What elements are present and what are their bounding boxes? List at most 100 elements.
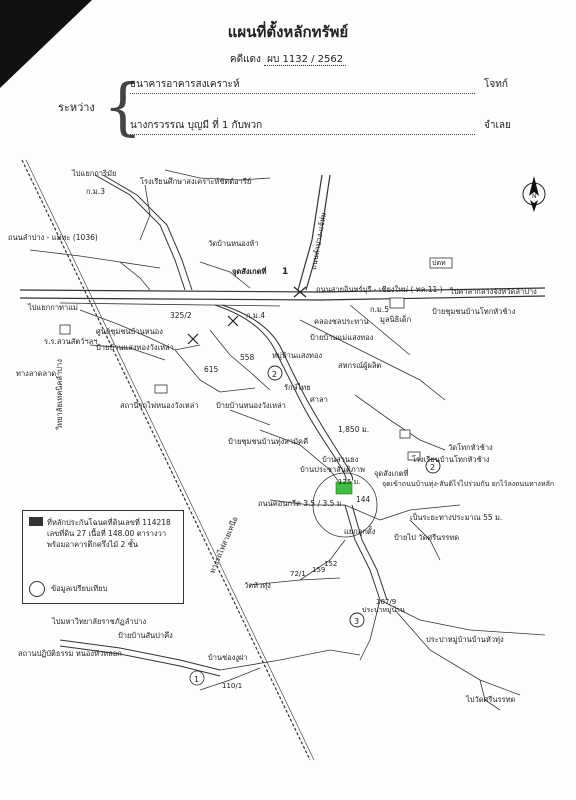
label-moo-village: หมู่บ้านแสงทอง [272, 351, 323, 360]
highway-11-line-a [19, 287, 546, 293]
label-to-wat: ป้ายไป วัดศรีนรรทด [394, 533, 459, 542]
label-baan-thong: บ้านช่องงูฝา [208, 653, 248, 662]
marker-2-label: 2 [272, 370, 277, 379]
label-to-college: ไปมหาวิทยาลัยราชภัฏลำปาง [51, 617, 146, 626]
wat-building-icon [399, 429, 411, 439]
road-dist [259, 429, 346, 491]
road-east-3 [354, 394, 446, 451]
label-bridge: แยกลูกตั้ง [344, 526, 376, 536]
label-km4: ก.ม.4 [246, 311, 265, 320]
lane-1 [139, 184, 151, 241]
defendant-name: นางกรวรรณ บุญมี ที่ 1 กับพวก [130, 118, 475, 135]
label-school-thokhua: โรงเรียนบ้านโทกหัวช้าง [412, 455, 490, 464]
label-wat-huathung: วัดหัวทุ่ง [244, 581, 271, 590]
road-southeast [379, 599, 546, 636]
marker-3-label: 3 [354, 617, 359, 626]
road-top-left [94, 174, 186, 291]
plaintiff-role: โจทก์ [484, 79, 508, 90]
highway-11-line-b [19, 295, 546, 301]
junction-2-icon [227, 315, 239, 327]
legend-marker-row: ข้อมูลเปรียบเทียบ [29, 581, 107, 597]
label-ptt: ปตท [432, 259, 446, 267]
reference-markers [267, 365, 441, 628]
foundation-building-icon [389, 297, 405, 309]
road-left-1 [79, 309, 201, 351]
label-left-vertical: วิทยาลัยเทคนิคลำปาง [55, 359, 64, 431]
label-gas: สหกรณ์ผู้ผลิต [338, 361, 381, 370]
label-community2: บ้านสวนธง [322, 455, 359, 464]
road-east-4 [344, 504, 461, 521]
map-labels: ไปแยกถาริมัย ก.ม.3 โรงเรียนศึกษาสงเคราะห… [8, 169, 554, 704]
road-left-2 [89, 344, 166, 361]
legend-plot-text: ที่หลักประกันโฉนดที่ดินเลขที่ 114218 เลข… [47, 518, 171, 549]
road-bottom-1 [59, 639, 221, 671]
road-huathung-2 [299, 539, 346, 581]
label-72: 72/1 [290, 570, 306, 578]
road-mid-1 [209, 329, 271, 391]
road-east-1 [299, 319, 446, 401]
legend-plot-swatch [29, 517, 43, 526]
station-building-icon [154, 384, 168, 394]
ptt-icon [429, 257, 453, 269]
marker-1-label: 1 [194, 675, 199, 684]
road-south-2 [359, 599, 381, 661]
page-title: แผนที่ตั้งหลักทรัพย์ [227, 23, 349, 41]
label-wat-nongnam: วัดบ้านหนองห้า [208, 239, 259, 248]
road-end [479, 679, 501, 711]
label-village-wat: รักษ์ไทย [284, 383, 311, 392]
compass-n-label: N [532, 193, 537, 200]
label-to-huathung: ประปาหมู่บ้านบ้านหัวทุ่ง [426, 635, 504, 644]
label-village-bottom: ประปาหมู่บ้าน [362, 606, 405, 614]
label-110: 110/1 [222, 682, 242, 690]
map-legend: ที่หลักประกันโฉนดที่ดินเลขที่ 114218 เลข… [22, 510, 184, 604]
road-bottom-1b [59, 645, 221, 677]
label-km5: ก.ม.5 [370, 305, 389, 314]
label-bus-stop-sankheng: ป้ายบ้านสันปาคึง [118, 631, 173, 640]
label-km325: 325/2 [170, 311, 192, 320]
label-superhighway: ถนนลำปาง - แม่ทะ (1036) [8, 233, 98, 242]
compass-arrow-icon [529, 176, 539, 196]
marker-3-circle [349, 612, 365, 628]
road-west-4 [269, 499, 345, 506]
marker-1-circle [189, 670, 205, 686]
between-label: ระหว่าง [58, 101, 95, 114]
road-bottom-2 [219, 649, 361, 671]
label-bus-stop-left: ป้ายบ้านแสงทองวังเหล่า [96, 343, 174, 352]
label-to-province: ไปศาลากลางจังหวัดลำปาง [449, 287, 537, 296]
road-left-3 [174, 349, 256, 393]
label-left-shrine: ร.ร.สวนสัตว์ฯลฯ [44, 337, 97, 346]
label-107: 107/9 [376, 598, 396, 606]
road-school [164, 169, 271, 181]
compass-tail-icon [530, 200, 538, 212]
label-dist-shop: ป้ายชุมชนบ้านทุ่งสามัคคี [228, 437, 308, 446]
railway-line-b [25, 159, 315, 761]
label-bus-stop-mid: ป้ายบ้านแม่แสงทอง [310, 333, 374, 342]
label-152: 152 [324, 560, 337, 568]
label-125m: 125 ม. [338, 478, 360, 486]
school-building-icon [407, 451, 421, 461]
north-compass: N [522, 176, 546, 212]
buildings [59, 257, 453, 461]
north-road-b [305, 174, 331, 291]
label-plot-number: 144 [356, 495, 371, 504]
legend-marker-swatch [29, 581, 45, 597]
label-km3: ก.ม.3 [86, 187, 105, 196]
label-health: บ้านประชาสันติภาพ [300, 465, 365, 474]
marker-2-circle [267, 365, 283, 381]
label-foundation: มูลนิธิเด็ก [380, 314, 411, 324]
road-curve-main [214, 304, 347, 481]
case-label: คดีแดง [229, 54, 261, 65]
label-community-hall: ศูนย์ชุมชนบ้านหนอง [96, 327, 163, 336]
marker-2b-circle [425, 458, 441, 474]
left-building-icon [59, 324, 71, 335]
case-number-line: คดีแดง ผบ 1132 / 2562 [0, 52, 576, 67]
label-distance: 1,850 ม. [338, 425, 369, 434]
corner-fold [0, 0, 92, 88]
road-east-5 [409, 519, 441, 561]
label-school-top: โรงเรียนศึกษาสงเคราะห์ชัตต์อารีย์ [140, 177, 251, 186]
junction-1-icon [293, 286, 307, 298]
brace-glyph: { [103, 70, 143, 143]
defendant-role: จำเลย [484, 120, 511, 131]
label-signal-1-num: 1 [282, 267, 288, 277]
